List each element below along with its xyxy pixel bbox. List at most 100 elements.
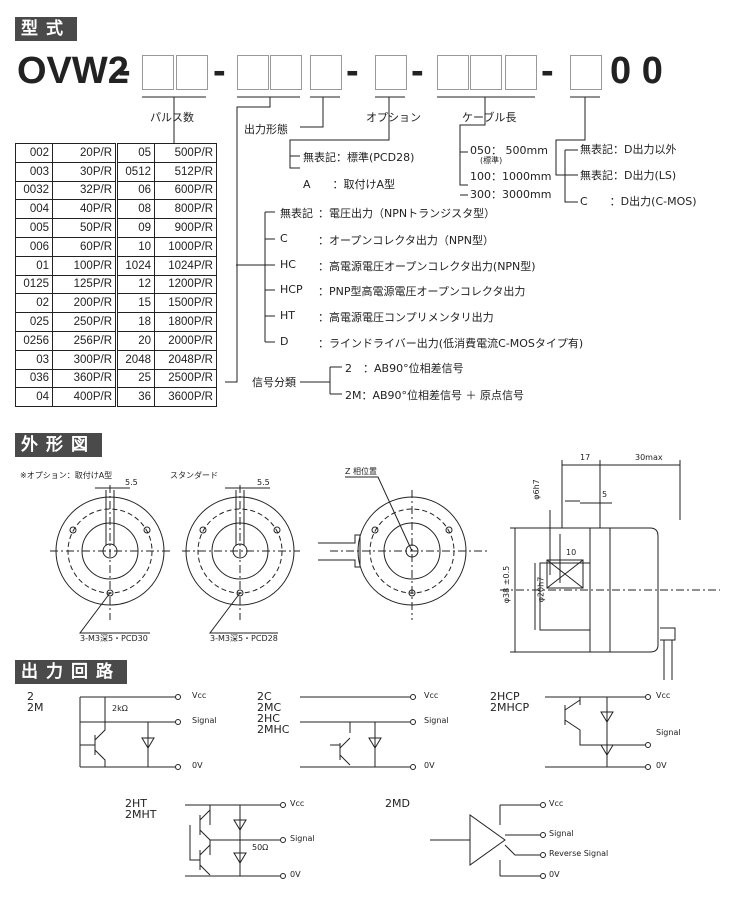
cable-050: 050： 500mm: [470, 144, 548, 157]
table-cell: 20: [116, 330, 155, 351]
output-type-code: HT: [280, 309, 295, 322]
dout-cmos: C ：D出力(C-MOS): [580, 195, 697, 208]
table-cell: 12: [116, 274, 155, 295]
model-dash: -: [411, 50, 424, 92]
table-cell: 500P/R: [154, 143, 217, 163]
table-cell: 60P/R: [52, 236, 118, 257]
table-cell: 06: [116, 180, 155, 201]
model-dash: -: [541, 50, 554, 92]
dim-17: 17: [580, 453, 591, 462]
table-cell: 30P/R: [52, 161, 118, 182]
table-cell: 1500P/R: [154, 293, 217, 314]
output-type-desc: ：高電源電圧オープンコレクタ出力(NPN型): [318, 260, 536, 273]
table-cell: 025: [15, 312, 53, 332]
table-cell: 1800P/R: [154, 312, 217, 332]
table-cell: 01: [15, 255, 53, 276]
table-cell: 0125: [15, 274, 53, 295]
dim-5: 5: [602, 490, 608, 499]
circuit-pin-label: Signal: [549, 829, 574, 838]
signal-2: 2 ：AB90°位相差信号: [345, 362, 464, 375]
circuit-pin-label: Vcc: [192, 691, 207, 700]
signal-2m: 2M：AB90°位相差信号 ＋ 原点信号: [345, 389, 525, 402]
table-cell: 0256: [15, 330, 53, 351]
output-type-code: 無表記: [280, 207, 313, 220]
label-signal: 信号分類: [252, 376, 296, 389]
table-cell: 0032: [15, 180, 53, 201]
table-cell: 200P/R: [52, 293, 118, 314]
table-cell: 006: [15, 236, 53, 257]
code-box: [310, 55, 342, 90]
table-cell: 250P/R: [52, 312, 118, 332]
label-output: 出力形態: [244, 121, 288, 137]
model-tree-lines: [142, 96, 600, 395]
circuit-model-label: 2MHC: [257, 723, 290, 736]
dim-10: 10: [566, 548, 577, 557]
dim-phi38: φ38 ±0.5: [502, 565, 512, 604]
section-title-outline: 外形図: [15, 433, 102, 457]
table-cell: 256P/R: [52, 330, 118, 351]
table-cell: 036: [15, 368, 53, 389]
table-cell: 32P/R: [52, 180, 118, 201]
table-cell: 04: [15, 387, 53, 408]
dim-phi20: φ20h7: [536, 576, 546, 603]
circuit-model-label: 2: [27, 690, 34, 703]
circuit-2c: [300, 694, 416, 770]
output-type-desc: ：高電源電圧コンプリメンタリ出力: [318, 311, 494, 324]
code-box: [270, 55, 302, 90]
table-cell: 003: [15, 161, 53, 182]
section-title-model: 型式: [15, 17, 77, 41]
label-option: オプション: [366, 111, 421, 124]
label-pulse: パルス数: [150, 111, 194, 124]
table-cell: 800P/R: [154, 199, 217, 220]
circuit-pin-label: Signal: [656, 728, 681, 737]
circuit-model-label: 2HC: [257, 712, 280, 725]
section-title-circuit: 出力回路: [15, 660, 127, 684]
table-cell: 1200P/R: [154, 274, 217, 295]
table-cell: 36: [116, 387, 155, 408]
option-standard: 無表記：標準(PCD28): [303, 151, 415, 164]
z-phase-label: Z 相位置: [345, 467, 378, 476]
table-cell: 125P/R: [52, 274, 118, 295]
code-box: [570, 55, 602, 90]
dim-phi6: φ6h7: [531, 479, 541, 500]
model-dash: -: [346, 50, 359, 92]
code-box: [505, 55, 537, 90]
front-view-cable: [318, 476, 490, 620]
table-cell: 15: [116, 293, 155, 314]
circuit-pin-label: 0V: [424, 761, 435, 770]
cable-100: 100：1000mm: [470, 170, 552, 183]
table-cell: 600P/R: [154, 180, 217, 201]
dout-ls: 無表記：D出力(LS): [580, 169, 677, 182]
output-type-code: HC: [280, 258, 296, 271]
circuit-2: [79, 694, 181, 770]
table-cell: 300P/R: [52, 349, 118, 370]
code-box: [142, 55, 174, 90]
table-cell: 1024: [116, 255, 155, 276]
circuit-model-label: 2HCP: [490, 690, 520, 703]
circuit-pin-label: Signal: [290, 834, 315, 843]
model-prefix: OVW2: [17, 50, 129, 92]
circuit-2ht: [185, 802, 286, 879]
side-view: [500, 460, 720, 680]
code-box: [470, 55, 502, 90]
circuit-pin-label: 0V: [549, 870, 560, 879]
dim-5-5: 5.5: [257, 478, 270, 487]
circuit-pin-label: 0V: [192, 761, 203, 770]
circuit-pin-label: Signal: [192, 716, 217, 725]
output-type-desc: ：オープンコレクタ出力（NPN型）: [318, 234, 494, 247]
circuit-pin-label: 0V: [290, 870, 301, 879]
circuit-model-label: 2MD: [385, 797, 410, 810]
